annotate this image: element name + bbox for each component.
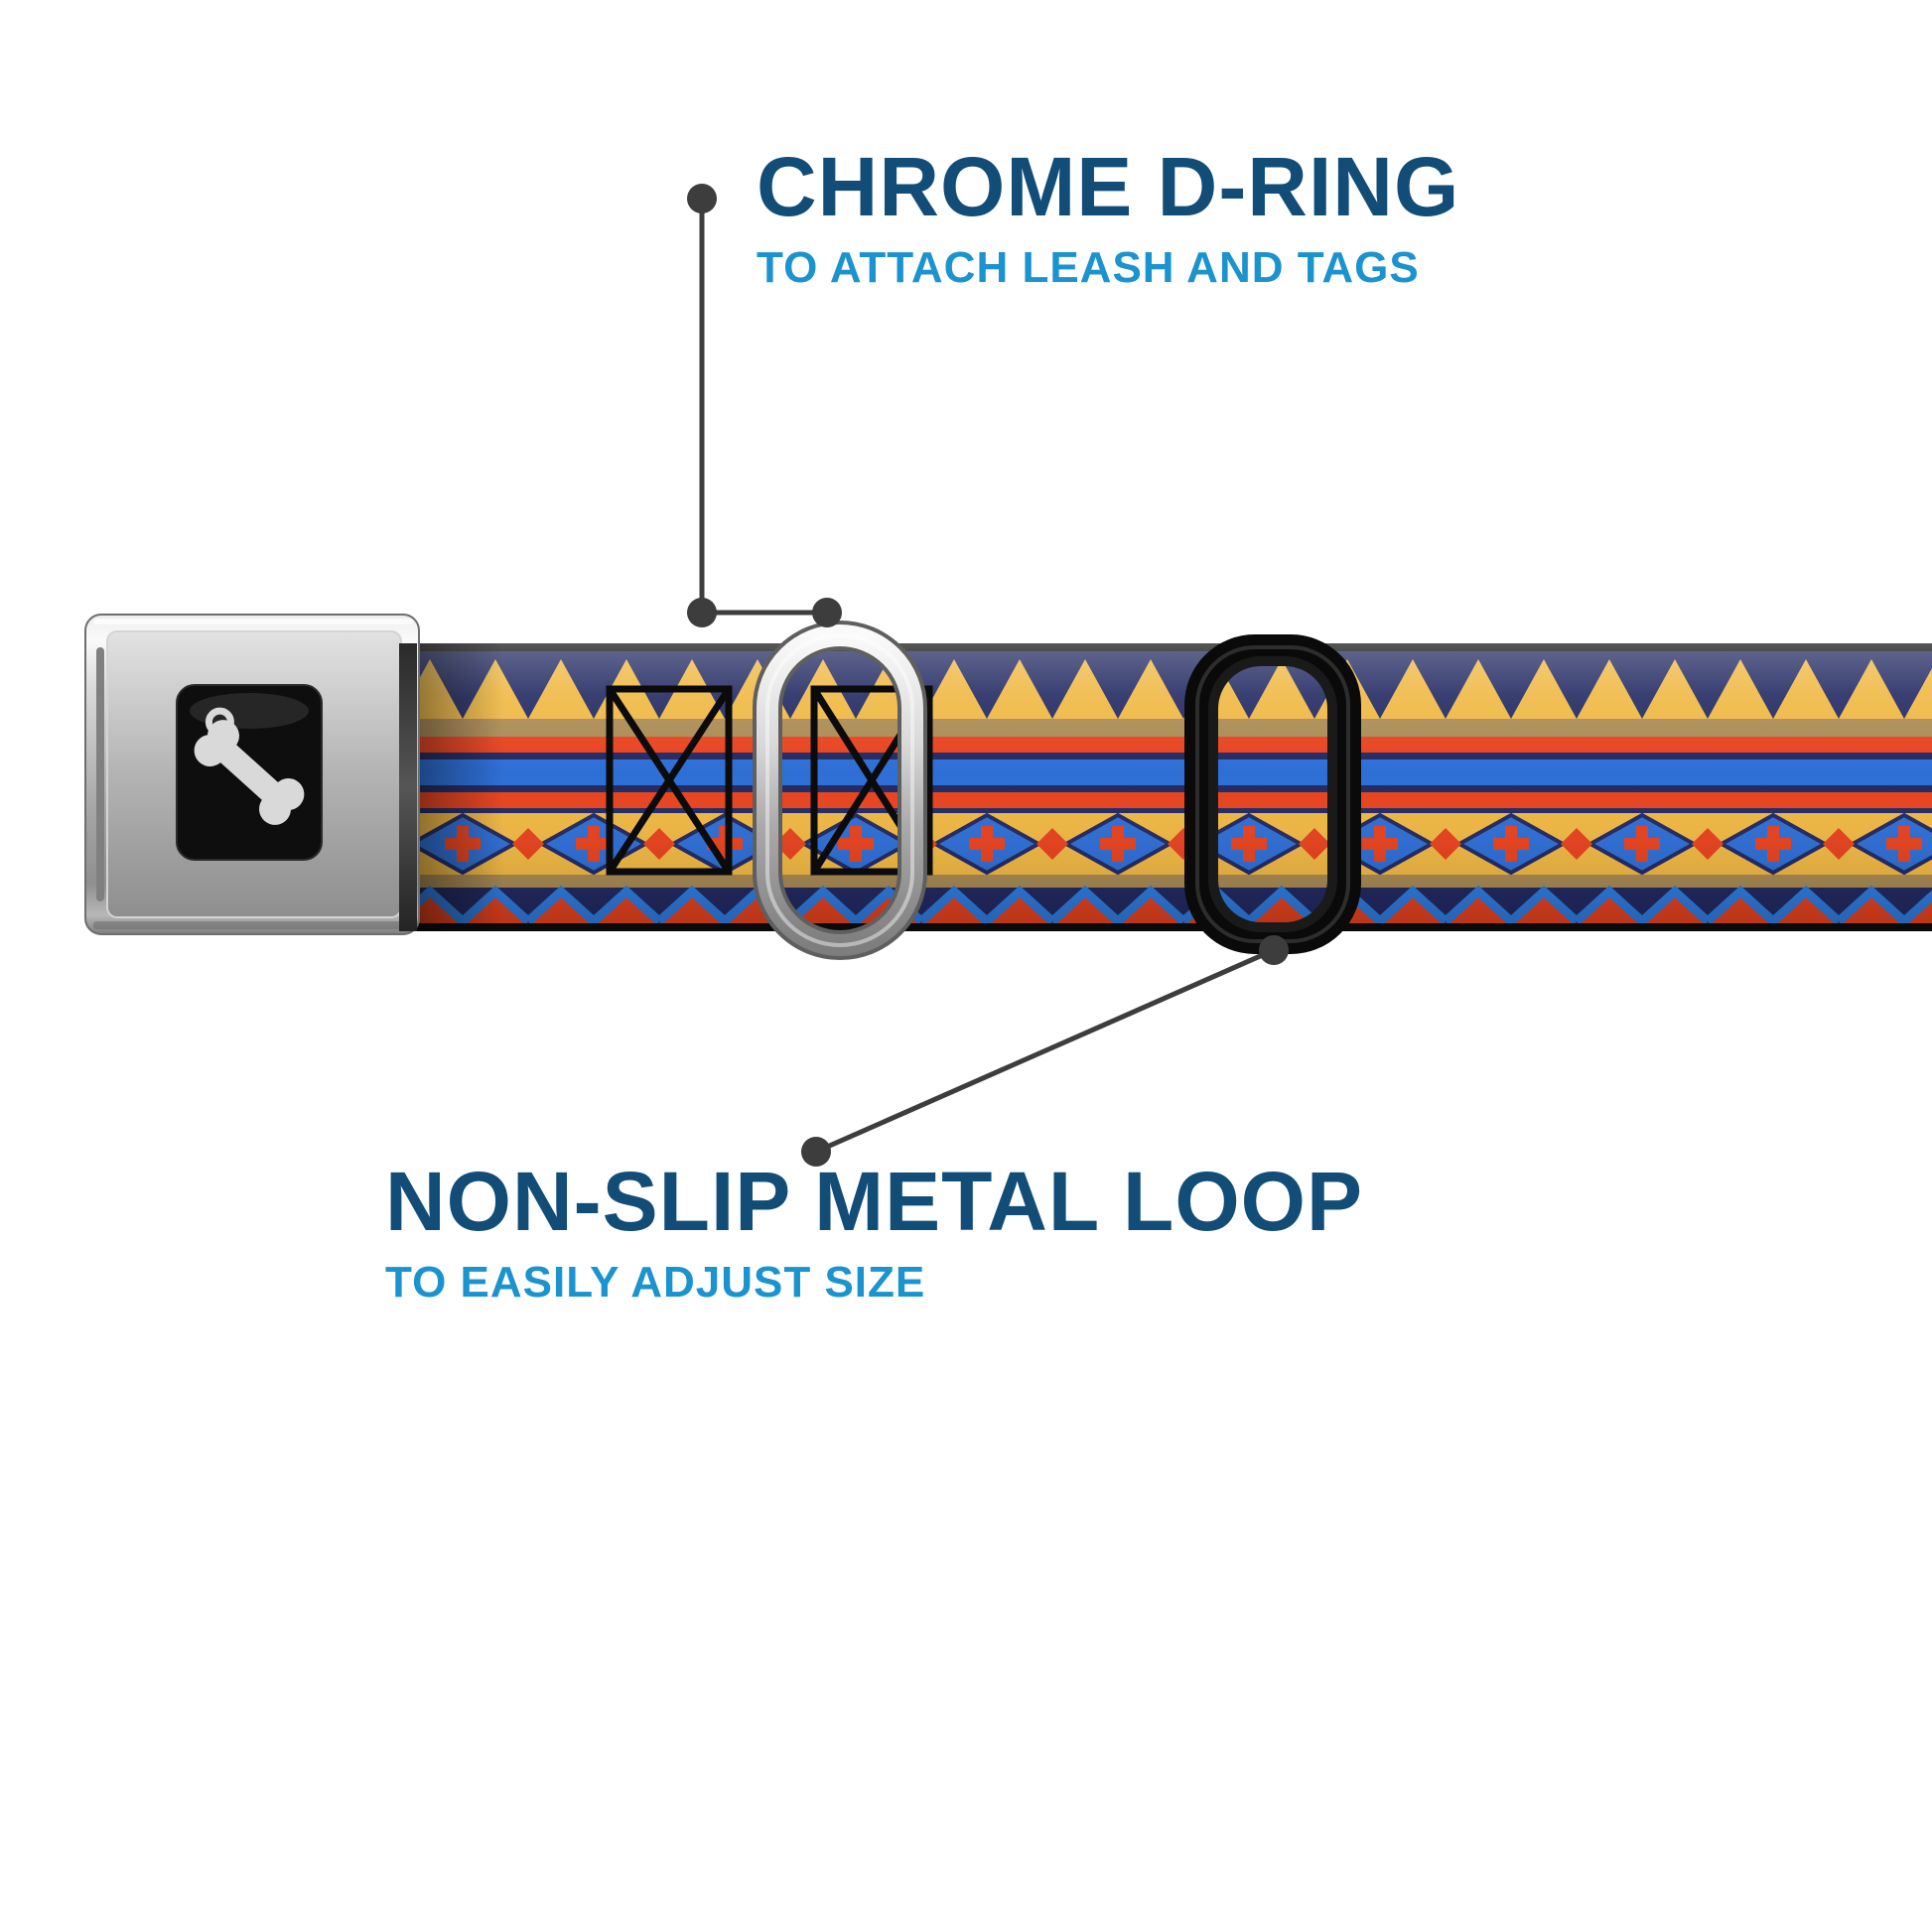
seatbelt-buckle — [84, 614, 420, 935]
strap-fold-shadow — [415, 643, 504, 931]
callout-dot — [812, 598, 842, 627]
d-ring-subtitle: TO ATTACH LEASH AND TAGS — [757, 243, 1420, 292]
buckle-webbing-slot — [399, 643, 417, 931]
callout-dot — [687, 598, 717, 627]
callout-dot — [687, 184, 717, 213]
buckle-top-highlight — [93, 619, 413, 624]
buckle-logo-plate — [176, 684, 323, 861]
buckle-bottom-shade — [93, 921, 413, 929]
buckle-release-slot — [96, 647, 104, 901]
metal-loop-title: NON-SLIP METAL LOOP — [385, 1155, 1364, 1248]
d-ring-title: CHROME D-RING — [757, 140, 1460, 233]
stitch-box-left — [606, 685, 733, 876]
metal-loop-callout-line — [801, 935, 1289, 1167]
callout-dot — [801, 1137, 831, 1167]
bone-icon — [194, 707, 305, 825]
d-ring-callout-text: CHROME D-RING TO ATTACH LEASH AND TAGS — [757, 145, 1459, 290]
metal-loop-callout-text: NON-SLIP METAL LOOP TO EASILY ADJUST SIZ… — [385, 1160, 1363, 1305]
metal-loop-subtitle: TO EASILY ADJUST SIZE — [385, 1258, 926, 1307]
callout-dot — [1259, 935, 1289, 965]
d-ring-callout-line — [687, 184, 842, 627]
chrome-d-ring — [753, 621, 927, 960]
